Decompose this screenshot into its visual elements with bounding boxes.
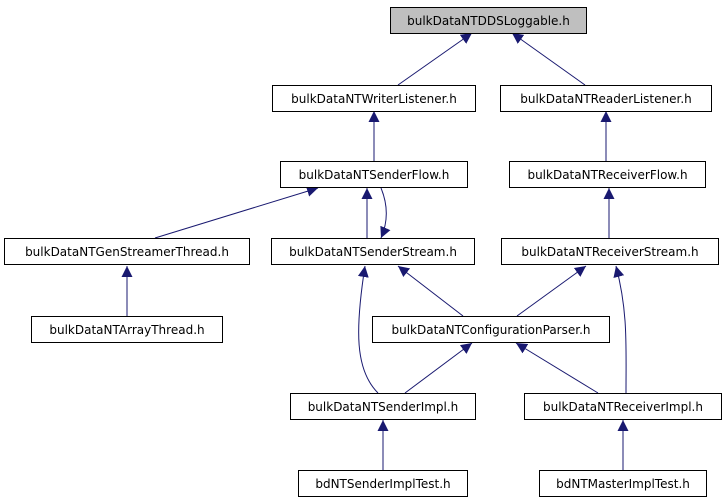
edge-config-parser-to-sender-stream — [397, 265, 464, 317]
node-config-parser[interactable]: bulkDataNTConfigurationParser.h — [372, 316, 610, 343]
node-array-thread[interactable]: bulkDataNTArrayThread.h — [31, 316, 223, 343]
edge-gen-streamer-to-sender-flow — [154, 185, 319, 239]
edge-sender-impl-to-sender-stream — [357, 265, 379, 394]
edge-sender-impl-to-config-parser — [404, 342, 473, 394]
edge-reader-listener-to-loggable — [511, 32, 586, 86]
edge-sender-flow-to-sender-stream-right — [380, 187, 391, 239]
node-sender-impl[interactable]: bulkDataNTSenderImpl.h — [290, 393, 476, 420]
edge-receiver-impl-to-config-parser — [515, 342, 599, 394]
node-sender-stream[interactable]: bulkDataNTSenderStream.h — [271, 238, 475, 265]
node-sender-flow[interactable]: bulkDataNTSenderFlow.h — [280, 161, 468, 188]
node-receiver-stream[interactable]: bulkDataNTReceiverStream.h — [501, 238, 719, 265]
edge-writer-listener-to-loggable — [397, 32, 473, 86]
node-loggable[interactable]: bulkDataNTDDSLoggable.h — [390, 7, 587, 34]
node-master-test[interactable]: bdNTMasterImplTest.h — [539, 470, 707, 497]
node-writer-listener[interactable]: bulkDataNTWriterListener.h — [272, 85, 476, 112]
node-receiver-impl[interactable]: bulkDataNTReceiverImpl.h — [524, 393, 722, 420]
node-gen-streamer[interactable]: bulkDataNTGenStreamerThread.h — [4, 238, 250, 265]
node-reader-listener[interactable]: bulkDataNTReaderListener.h — [500, 85, 712, 112]
edge-receiver-impl-to-receiver-stream — [613, 265, 627, 394]
node-receiver-flow[interactable]: bulkDataNTReceiverFlow.h — [509, 161, 706, 188]
node-sender-test[interactable]: bdNTSenderImplTest.h — [298, 470, 468, 497]
edge-config-parser-to-receiver-stream — [516, 265, 587, 317]
